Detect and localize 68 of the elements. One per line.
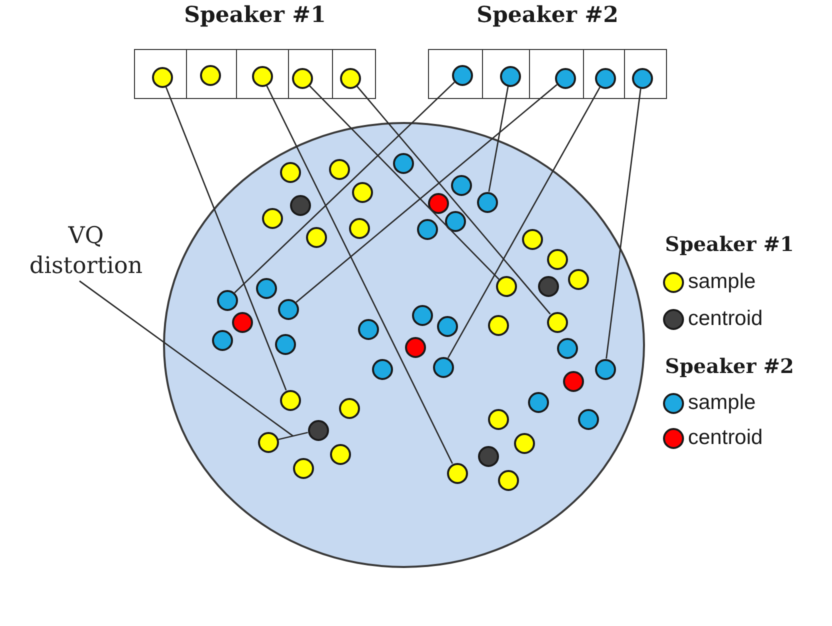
sample-dot [258,432,278,452]
sample-dot [522,229,544,250]
sample-dot [546,248,568,270]
sample-dot [528,392,548,412]
legend-heading: Speaker #1 [665,231,794,258]
sample-dot [330,444,350,464]
centroid-dot [478,446,498,466]
sample-dot [352,182,373,203]
centroid-dot [404,336,426,358]
connector-line [488,86,509,192]
sample-dot [446,462,468,484]
sample-dot [278,298,298,320]
centroid-dot [232,312,252,333]
connector-line [266,85,454,464]
sample-dot [306,226,326,248]
sample-dot [412,304,432,326]
sample-dot [292,458,314,478]
legend-label: centroid [688,306,763,332]
sample-dot [417,218,438,240]
sample-dot [496,276,517,298]
sample-dot [280,162,300,182]
sample-dot [262,208,282,228]
legend-label: sample [688,390,756,416]
sample-dot [568,268,588,290]
sample-dot [444,211,466,232]
legend-heading: Speaker #2 [665,353,794,380]
sample-dot [348,218,370,240]
distortion-line [278,432,308,440]
sample-dot [594,358,616,380]
connector-line [606,88,642,359]
sample-dot [476,192,498,212]
speaker-heading: Speaker #1 [184,1,326,30]
sample-dot [216,290,238,310]
centroid-dot [428,192,450,214]
sample-dot [514,432,534,454]
sample-dot [372,358,392,380]
connector-line [165,86,287,390]
sample-dot [546,312,568,332]
sample-dot [488,314,508,336]
sample-dot [498,470,518,490]
centroid-dot [538,276,559,298]
connector-line [356,86,551,314]
connector-line [447,86,601,358]
sample-dot [329,159,350,180]
connector-line [296,84,558,303]
speaker-heading: Speaker #2 [476,1,618,30]
sample-dot [578,408,598,430]
callout-label: VQ distortion [21,221,151,281]
sample-dot [358,318,379,340]
sample-dot [392,152,414,174]
sample-dot [556,338,578,358]
sample-dot [436,316,458,337]
sample-dot [432,356,454,378]
centroid-dot [562,370,584,392]
sample-dot [338,398,360,418]
centroid-dot [308,420,328,440]
sample-dot [274,334,296,355]
leader-line [79,280,294,437]
sample-dot [256,278,276,298]
sample-dot [280,390,300,410]
centroid-dot [290,194,310,216]
legend-label: centroid [688,425,763,451]
connector-line [308,85,500,280]
sample-dot [488,408,508,430]
legend-label: sample [688,269,756,295]
sample-dot [451,174,472,196]
sample-dot [212,330,232,350]
connector-line [234,82,455,294]
